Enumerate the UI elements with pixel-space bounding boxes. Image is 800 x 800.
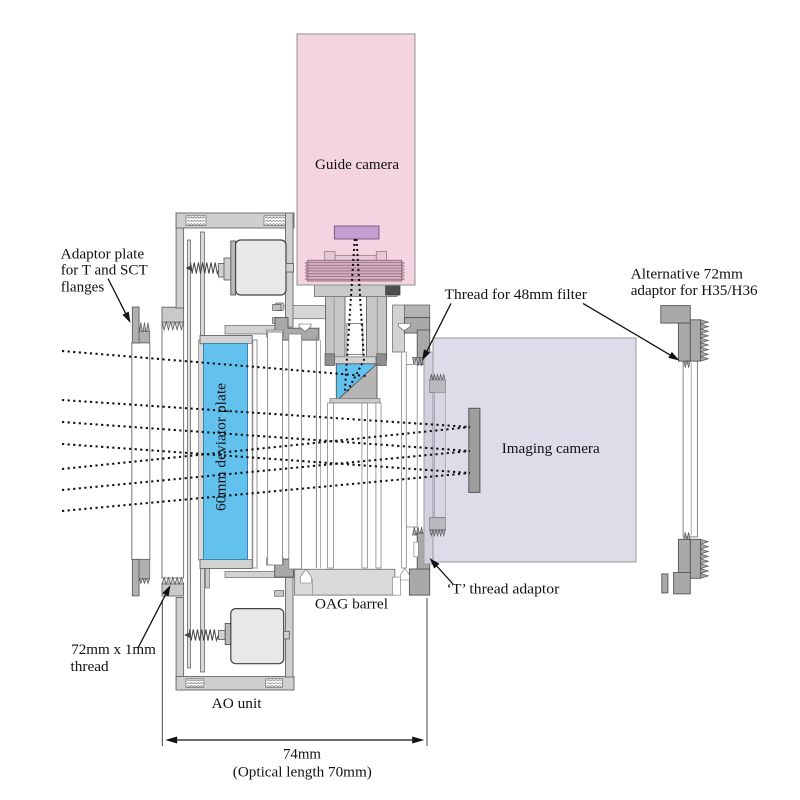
svg-text:adaptor for H35/H36: adaptor for H35/H36 bbox=[631, 282, 758, 299]
svg-text:Adaptor plate: Adaptor plate bbox=[61, 245, 145, 262]
svg-text:thread: thread bbox=[71, 658, 110, 675]
svg-text:(Optical length 70mm): (Optical length 70mm) bbox=[233, 763, 372, 780]
svg-text:‘T’ thread adaptor: ‘T’ thread adaptor bbox=[447, 581, 560, 598]
svg-text:Imaging camera: Imaging camera bbox=[502, 440, 600, 457]
svg-text:Alternative 72mm: Alternative 72mm bbox=[631, 265, 743, 282]
svg-text:flanges: flanges bbox=[61, 278, 105, 295]
svg-text:AO unit: AO unit bbox=[212, 695, 263, 712]
svg-text:Guide camera: Guide camera bbox=[315, 156, 399, 173]
svg-text:OAG barrel: OAG barrel bbox=[315, 596, 388, 613]
svg-text:72mm x 1mm: 72mm x 1mm bbox=[71, 641, 156, 658]
svg-text:74mm: 74mm bbox=[283, 745, 321, 762]
svg-text:Thread for 48mm filter: Thread for 48mm filter bbox=[445, 286, 587, 303]
svg-text:for T and SCT: for T and SCT bbox=[61, 261, 149, 278]
svg-text:60mm deviator plate: 60mm deviator plate bbox=[213, 383, 230, 511]
